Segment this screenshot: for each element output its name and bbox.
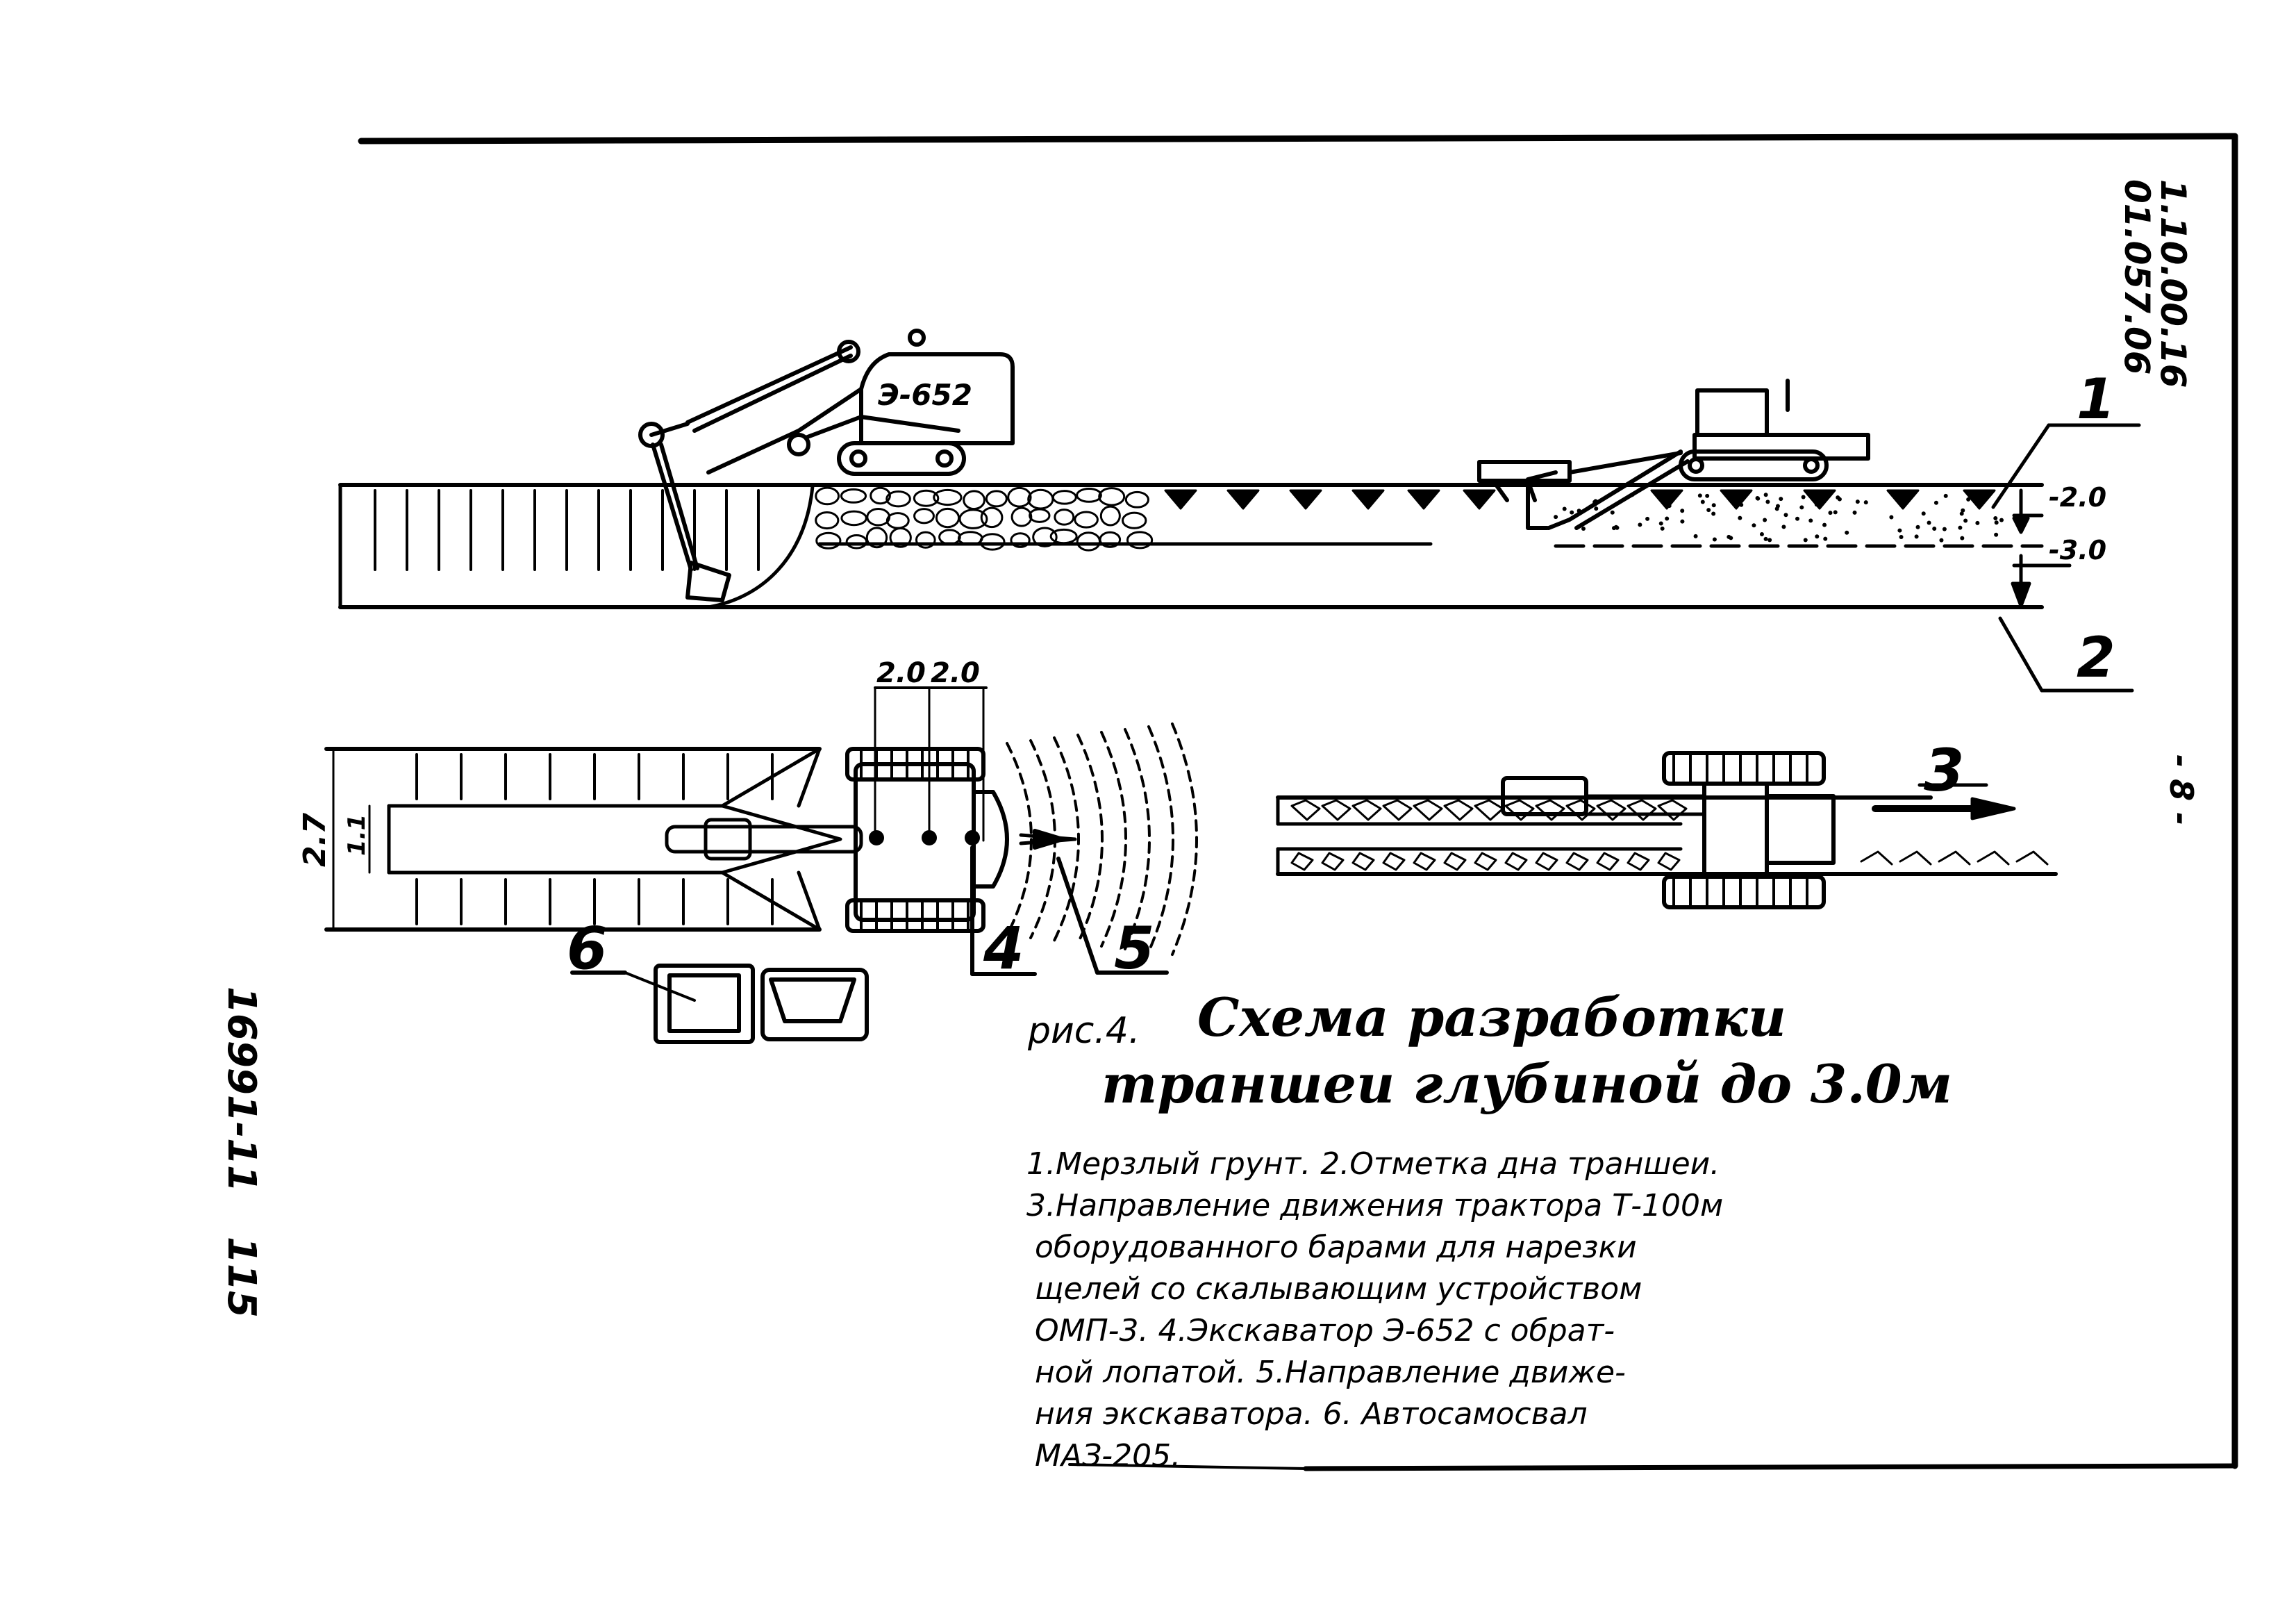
excavator-plan-view (845, 686, 1169, 976)
trench-plan-view (324, 747, 863, 932)
callout-1: 1 (2077, 367, 2115, 431)
tractor-side-view (1477, 379, 1870, 530)
level-minus-2: -2.0 (2049, 482, 2107, 513)
figure-prefix: рис.4. (1028, 1010, 1140, 1052)
page-number: - 8 - (2163, 754, 2200, 826)
archive-number: 16991-11 (219, 986, 264, 1192)
sheet-code-bottom: 01.057.06 (2117, 179, 2157, 375)
legend-lines: 1.Мерзлый грунт. 2.Отметка дна траншеи. 3… (1026, 1143, 1723, 1477)
level-minus-3: -3.0 (2049, 535, 2107, 565)
legend-block: 1.Мерзлый грунт. 2.Отметка дна траншеи. 3… (1026, 1143, 1723, 1477)
loose-soil-dots (1554, 493, 2004, 543)
dump-truck-plan-view (570, 964, 869, 1044)
legend-line: 1.Мерзлый грунт. 2.Отметка дна траншеи. (1026, 1146, 1720, 1182)
figure-title-line-2: траншеи глубиной до 3.0м (1101, 1053, 1952, 1115)
callout-6: 6 (567, 914, 608, 982)
dimension-2-7: 2.7 (297, 813, 333, 867)
loosened-soil-rubble (815, 486, 1154, 552)
movement-arcs (1006, 722, 1198, 956)
legend-line: МАЗ-205. (1035, 1438, 1181, 1473)
archive-page: 115 (219, 1237, 264, 1318)
dimension-2-0-a: 2.0 (876, 657, 926, 689)
figure-title-line-1: Схема разработки (1197, 986, 1787, 1048)
frozen-soil-marks (1164, 489, 1996, 510)
legend-underline (1068, 1463, 1307, 1470)
callout-2: 2 (2077, 625, 2115, 690)
legend-line: щелей со скалывающим устройством (1035, 1271, 1642, 1307)
trench-profile (338, 483, 2044, 609)
legend-line: ОМП-3. 4.Экскаватор Э-652 с обрат- (1035, 1313, 1615, 1348)
sheet-frame (358, 133, 2238, 1471)
dimension-1-1: 1.1 (343, 814, 371, 856)
plan-soil-hatching (415, 753, 774, 925)
callout-3: 3 (1924, 736, 1965, 804)
legend-line: ной лопатой. 5.Направление движе- (1035, 1355, 1626, 1390)
callout-4: 4 (983, 914, 1024, 982)
excavator-model-label: Э-652 (878, 378, 972, 412)
legend-line: 3.Направление движения трактора Т-100м (1026, 1188, 1724, 1223)
excavator-side-view (638, 329, 1015, 602)
legend-line: ния экскаватора. 6. Автосамосвал (1035, 1396, 1588, 1432)
tractor-plan-view (1276, 751, 2058, 909)
dimension-2-0-b: 2.0 (931, 657, 980, 689)
sheet-code-top: 1.10.00.16 (2153, 179, 2193, 388)
callout-5: 5 (1114, 914, 1155, 982)
legend-line: оборудованного барами для нарезки (1035, 1230, 1637, 1265)
soil-hatching (374, 489, 760, 571)
level-markers (1991, 423, 2141, 693)
